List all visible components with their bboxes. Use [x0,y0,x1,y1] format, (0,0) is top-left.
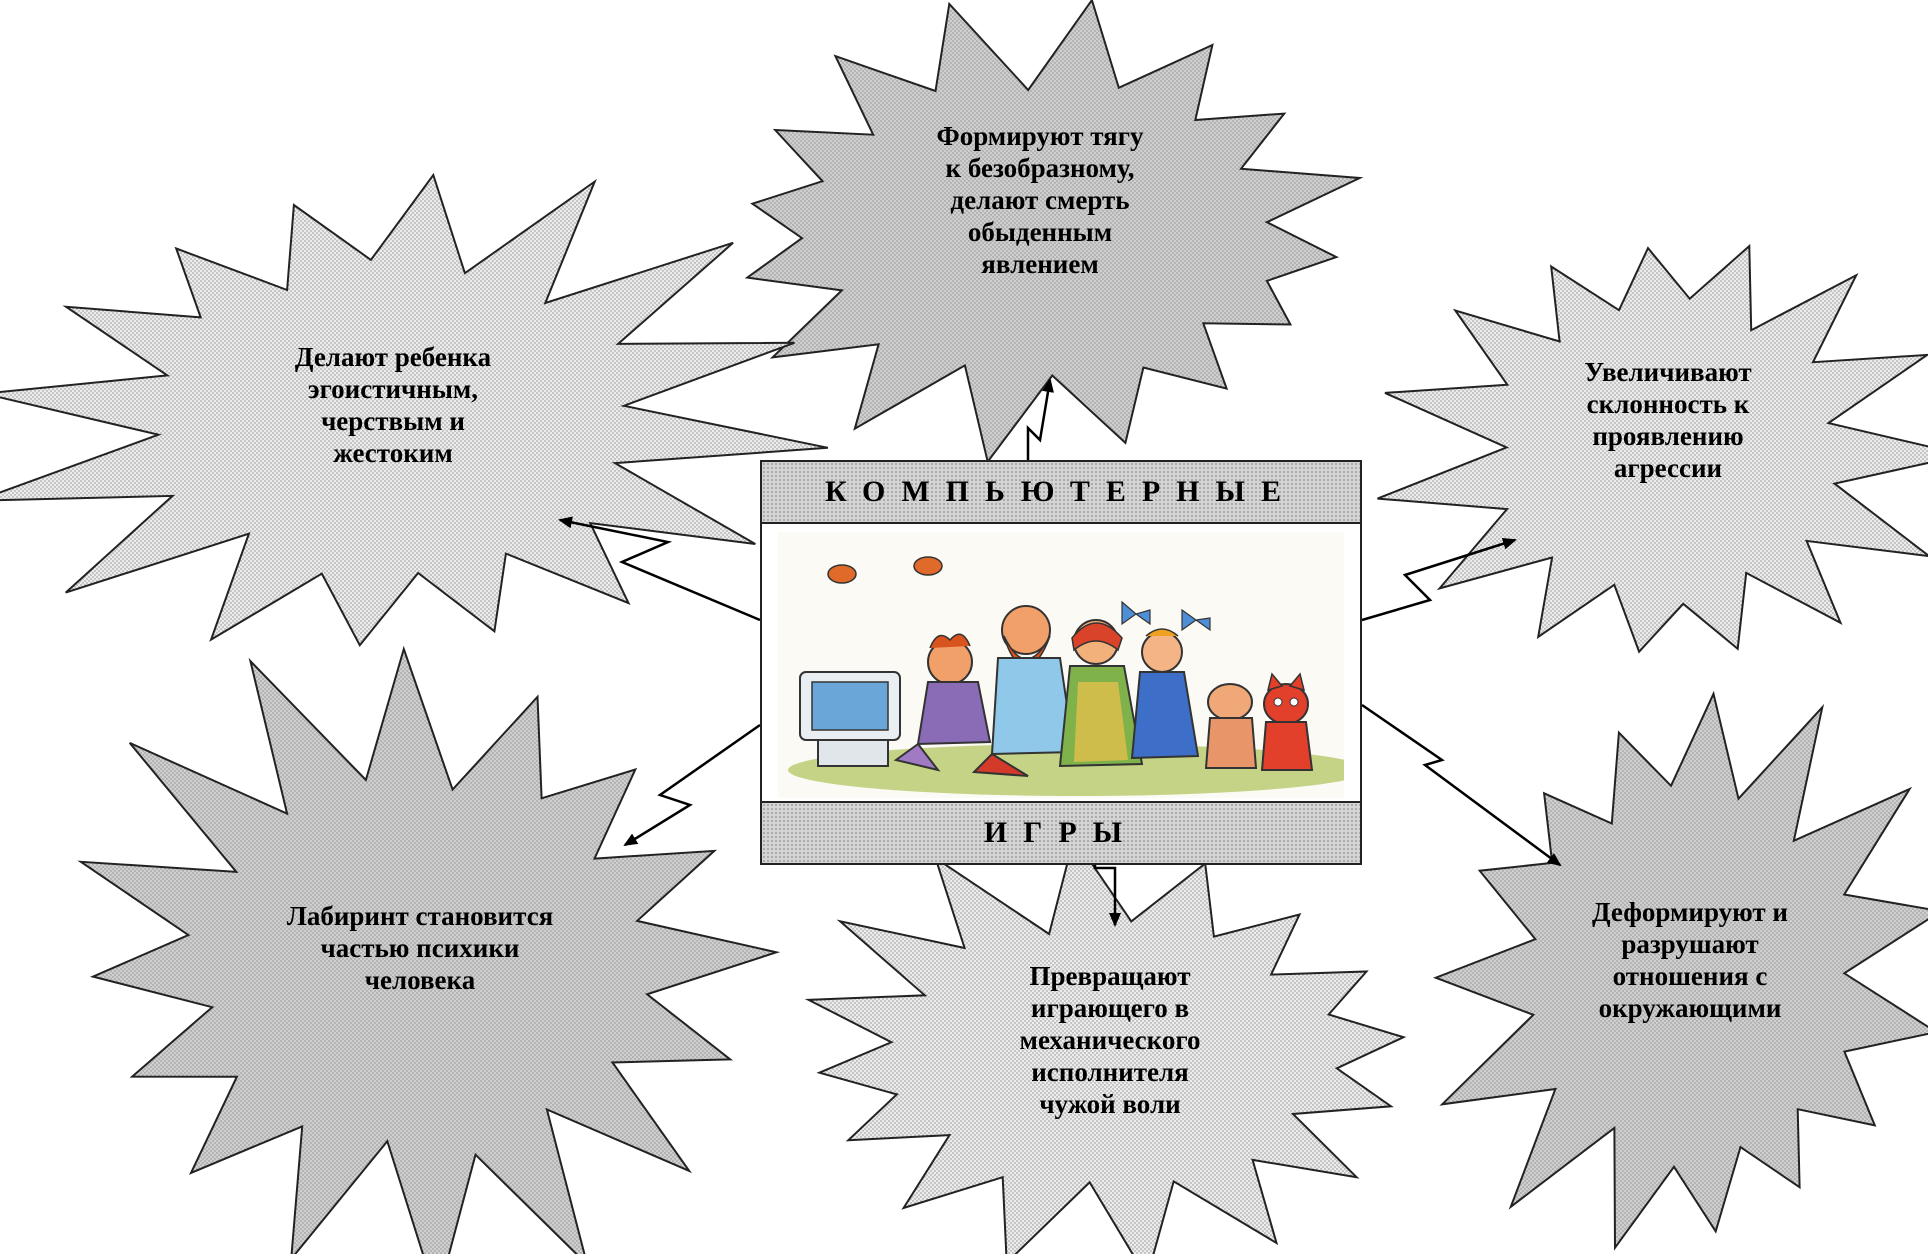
girl-figure [1121,600,1211,760]
burst-bottom-shape [804,835,1407,1254]
burst-upper-left-shape [0,172,829,648]
burst-lower-right-shape [1433,690,1928,1251]
grandmother-figure [1058,619,1144,768]
arrow-to-upper-right [1361,537,1517,622]
center-title-bottom: ИГРЫ [762,801,1360,863]
center-title-top: КОМПЬЮТЕРНЫЕ [762,462,1360,524]
cat-figure [1260,672,1314,771]
burst-upper-left-text: Делают ребенка эгоистичным, черствым и ж… [294,342,492,468]
arrow-to-bottom [1093,865,1121,927]
computer-monitor-icon [799,671,901,767]
arrow-to-top [1026,378,1054,460]
arrow-to-upper-left [558,516,761,622]
dog-figure [1204,683,1258,769]
illustration-svg [778,532,1368,798]
burst-top-text: Формируют тягу к безобразному, делают см… [936,121,1144,279]
boy-figure [893,633,992,772]
burst-bottom-text: Превращают играющего в механического исп… [1019,961,1201,1119]
burst-lower-left-text: Лабиринт становится частью психики челов… [286,901,554,995]
grandfather-figure [971,605,1076,777]
arrow-to-lower-right [1361,703,1562,867]
arrow-to-lower-left [623,723,761,847]
burst-lower-right-text: Деформируют и разрушают отношения с окру… [1592,897,1788,1023]
computer-games-box: КОМПЬЮТЕРНЫЕ [760,460,1368,865]
burst-upper-right-text: Увеличивают склонность к проявлению агре… [1584,357,1752,483]
burst-top-shape [744,0,1364,465]
bird-icon [827,556,943,584]
family-at-computer-illustration [778,532,1368,798]
burst-upper-right-shape [1377,243,1928,654]
burst-lower-left-shape [77,645,781,1254]
connector-arrows [558,378,1562,927]
